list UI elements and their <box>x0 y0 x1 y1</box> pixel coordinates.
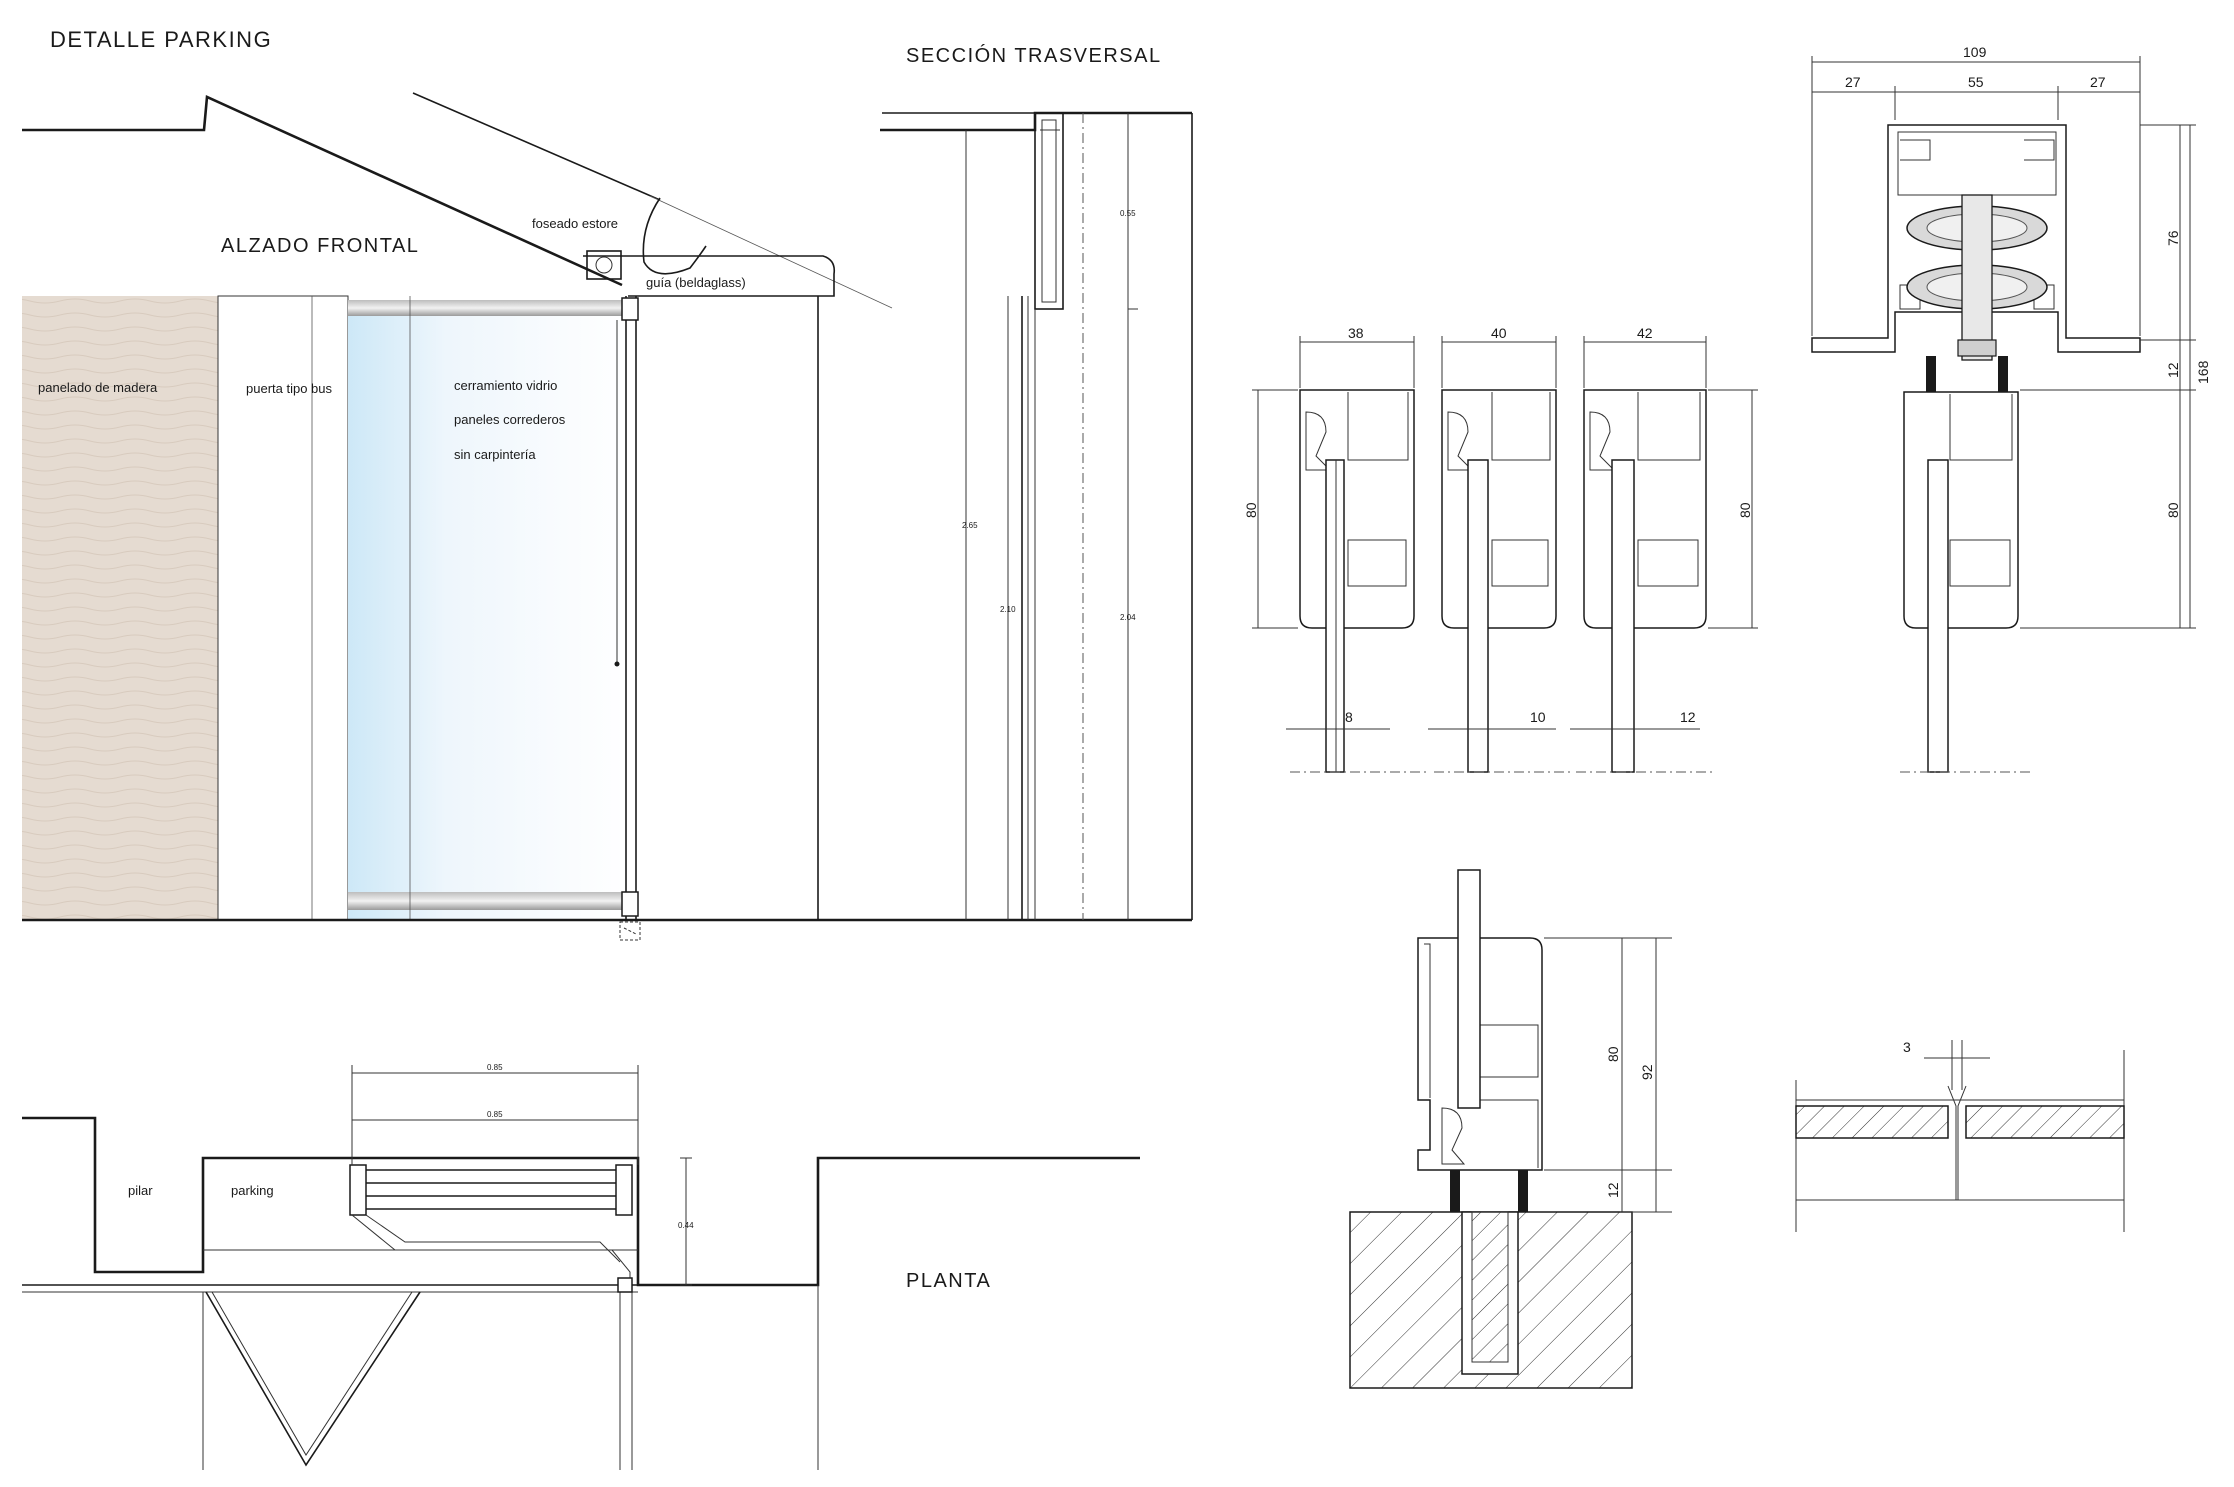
main-title: DETALLE PARKING <box>50 27 272 52</box>
dim-guide-gap: 12 <box>1605 1182 1621 1198</box>
roof-upper-line <box>412 92 661 201</box>
front-elevation: panelado de madera puerta tipo bus cerra… <box>22 92 1192 941</box>
glass-bottom-rail <box>348 892 628 910</box>
dim-carriage-total: 109 <box>1963 44 1987 60</box>
dim-glass-3: 12 <box>1680 709 1696 725</box>
profile-42 <box>1583 389 1707 773</box>
dim-carriage-lower: 80 <box>2165 502 2181 518</box>
dim-carriage-overall: 168 <box>2195 360 2211 384</box>
label-bus-door: puerta tipo bus <box>246 381 333 396</box>
label-glass-1: cerramiento vidrio <box>454 378 557 393</box>
blind-roller-icon <box>595 256 613 274</box>
dim-width-2: 40 <box>1491 325 1507 341</box>
door-swing <box>205 1291 421 1467</box>
dim-section-top: 0.55 <box>1120 209 1136 218</box>
glass-pane <box>1457 869 1481 1109</box>
label-glass-3: sin carpintería <box>454 447 536 462</box>
roller-axle <box>1961 194 1993 361</box>
canopy <box>583 255 836 297</box>
dim-section-glass: 2.04 <box>1120 613 1136 622</box>
profile-40 <box>1441 389 1557 773</box>
glass-right <box>1965 1105 2125 1139</box>
dim-carriage-center: 55 <box>1968 74 1984 90</box>
glass-top-rail <box>348 300 628 316</box>
section-ceiling <box>880 111 1192 132</box>
dim-carriage-right: 27 <box>2090 74 2106 90</box>
label-guide: guía (beldaglass) <box>646 275 746 290</box>
label-parking: parking <box>231 1183 274 1198</box>
elevation-title: ALZADO FRONTAL <box>221 235 419 257</box>
dim-guide-total: 92 <box>1639 1064 1655 1080</box>
section-box <box>1034 112 1064 310</box>
roof-line <box>22 95 623 287</box>
dim-width-3: 42 <box>1637 325 1653 341</box>
label-blind-box: foseado estore <box>532 216 618 231</box>
dim-width-1: 38 <box>1348 325 1364 341</box>
profile-38 <box>1299 389 1415 773</box>
label-pillar: pilar <box>128 1183 153 1198</box>
dim-carriage-upper: 76 <box>2165 230 2181 246</box>
carriage-detail: 109 27 55 27 76 12 80 168 <box>1811 44 2211 773</box>
dim-section-door: 2.10 <box>1000 605 1016 614</box>
dim-profile-height-left: 80 <box>1243 502 1259 518</box>
glass-left <box>1795 1105 1949 1139</box>
stacked-panels <box>349 1164 633 1293</box>
glass-joint-detail: 3 <box>1795 1039 2125 1232</box>
dim-carriage-left: 27 <box>1845 74 1861 90</box>
section-title: SECCIÓN TRASVERSAL <box>906 44 1162 67</box>
canopy-curve <box>642 197 707 275</box>
plan-walls <box>22 1116 1140 1287</box>
dim-carriage-gap: 12 <box>2165 362 2181 378</box>
floor-guide-detail: 80 92 12 <box>1349 869 1672 1389</box>
profile-details: 38 40 42 80 80 8 10 12 <box>1243 325 1758 773</box>
dim-section-total: 2.65 <box>962 521 978 530</box>
cross-section: 2.65 2.10 0.55 2.04 <box>880 111 1193 920</box>
glass-panels <box>348 300 628 920</box>
label-wood-panel: panelado de madera <box>38 380 158 395</box>
label-glass-2: paneles correderos <box>454 412 566 427</box>
dim-plan-inner: 0.85 <box>487 1110 503 1119</box>
dim-glass-1: 8 <box>1345 709 1353 725</box>
blind-box <box>586 250 622 280</box>
plan-title: PLANTA <box>906 1270 991 1292</box>
dim-guide-height: 80 <box>1605 1046 1621 1062</box>
floor-plan: 0.85 0.85 0.44 pilar parking <box>22 1063 1140 1470</box>
dim-glass-2: 10 <box>1530 709 1546 725</box>
dim-plan-depth: 0.44 <box>678 1221 694 1230</box>
dim-joint-gap: 3 <box>1903 1039 1911 1055</box>
dim-profile-height-right: 80 <box>1737 502 1753 518</box>
dim-plan-outer: 0.85 <box>487 1063 503 1072</box>
